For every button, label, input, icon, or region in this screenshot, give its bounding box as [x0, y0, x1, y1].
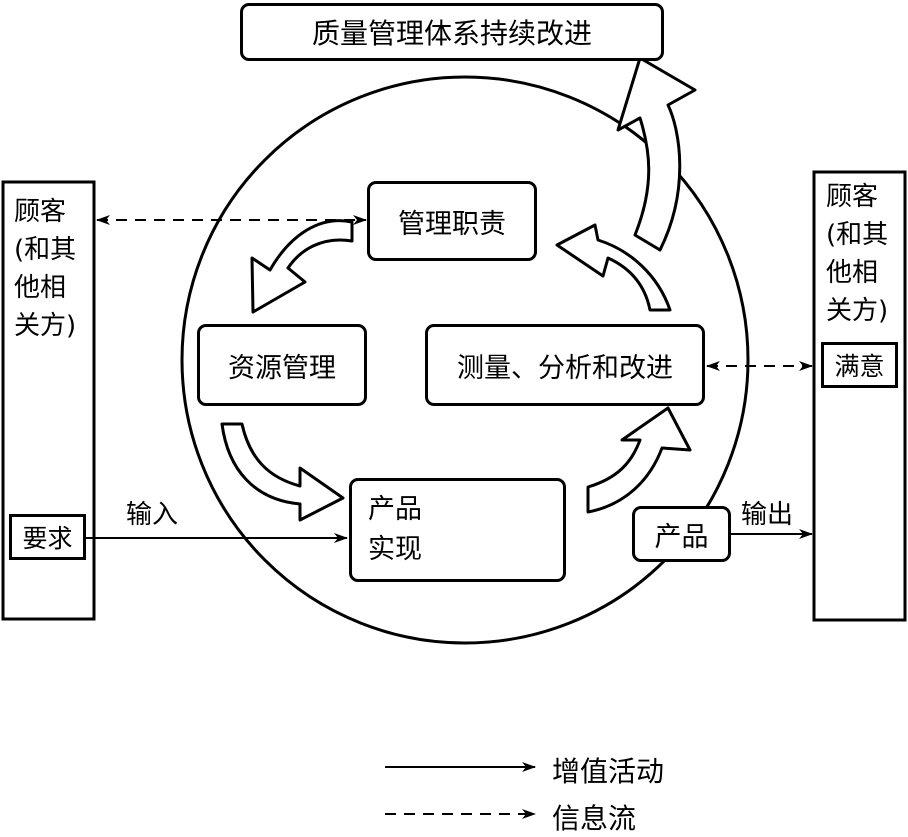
customer-panel-left — [1, 180, 96, 621]
customer-left-line: 关方) — [14, 311, 77, 341]
customer-panel-right — [812, 170, 907, 622]
product-box: 产品 — [632, 506, 731, 562]
requirement-label: 要求 — [22, 524, 73, 553]
management-responsibility-box: 管理职责 — [367, 181, 537, 261]
qms-improvement-box: 质量管理体系持续改进 — [240, 3, 664, 61]
customer-right-line: 他相 — [826, 258, 879, 288]
cycle-arrow-realization-to-measurement — [586, 406, 692, 514]
customer-right-line: (和其 — [826, 220, 889, 250]
measurement-analysis-box: 测量、分析和改进 — [425, 324, 705, 406]
satisfaction-box: 满意 — [821, 342, 898, 388]
cycle-arrow-resource-to-realization — [220, 422, 345, 522]
customer-right-line: 关方) — [826, 296, 889, 326]
product-realization-line: 产品 — [368, 494, 422, 525]
customer-left-line: 顾客 — [14, 197, 67, 227]
management-responsibility-label: 管理职责 — [398, 208, 506, 240]
measurement-analysis-label: 测量、分析和改进 — [457, 352, 673, 384]
resource-management-label: 资源管理 — [228, 352, 336, 384]
requirement-box: 要求 — [9, 514, 86, 560]
product-realization-label: 产品 实现 — [368, 490, 422, 570]
customer-left-line: 他相 — [14, 273, 67, 303]
customer-right-text: 顾客 (和其 他相 关方) — [826, 178, 888, 330]
legend-information-label: 信息流 — [552, 802, 637, 835]
resource-management-box: 资源管理 — [197, 324, 367, 406]
process-cycle-circle — [180, 75, 750, 645]
cycle-arrow-measurement-to-management — [555, 223, 672, 312]
legend-value-added-label: 增值活动 — [552, 755, 665, 788]
qms-improvement-label: 质量管理体系持续改进 — [311, 17, 592, 50]
improvement-arrow — [616, 56, 697, 252]
customer-left-line: (和其 — [14, 235, 77, 265]
customer-right-line: 顾客 — [826, 182, 879, 212]
input-label: 输入 — [126, 500, 179, 530]
product-realization-box: 产品 实现 — [349, 478, 566, 582]
satisfaction-label: 满意 — [834, 352, 885, 381]
cycle-arrow-management-to-resource — [250, 219, 354, 314]
product-realization-line: 实现 — [368, 534, 422, 565]
product-label: 产品 — [654, 521, 709, 553]
customer-left-text: 顾客 (和其 他相 关方) — [14, 193, 76, 345]
output-label: 输出 — [741, 500, 794, 530]
